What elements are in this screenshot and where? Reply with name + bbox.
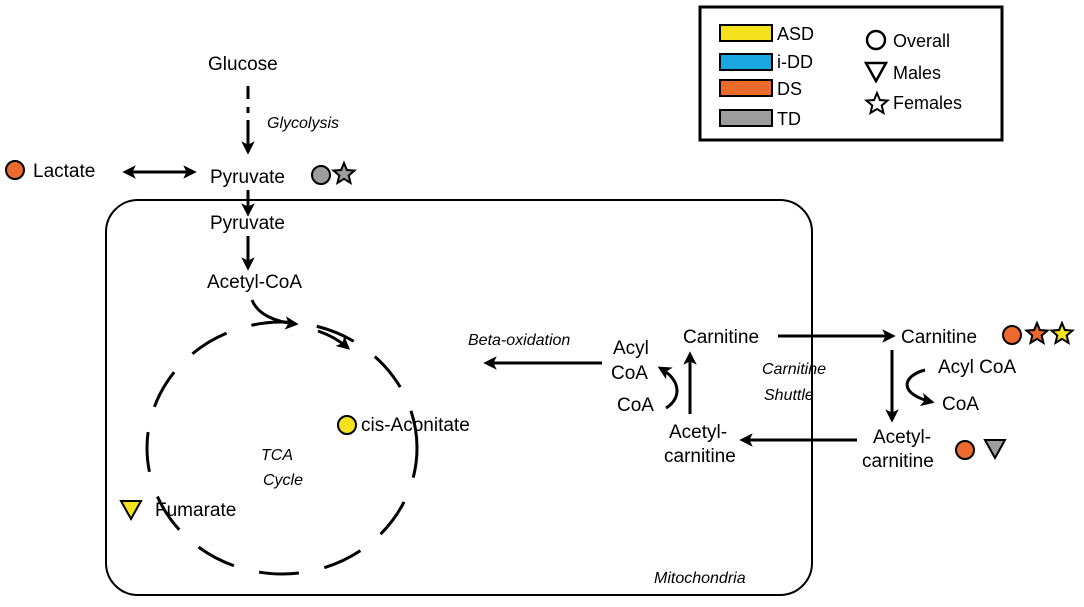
pyruvate-td-star-icon-shape bbox=[330, 160, 358, 186]
lactate-ds-circle-icon bbox=[5, 160, 25, 180]
tca-cycle-ring bbox=[145, 320, 419, 576]
acyl-coa-right-label: Acyl CoA bbox=[938, 357, 1016, 378]
acetylcarnitine-inner-line2: carnitine bbox=[664, 446, 736, 467]
tca-label-line1: TCA bbox=[261, 447, 293, 464]
legend-swatch-asd bbox=[719, 24, 773, 42]
acetyl-coa-label: Acetyl-CoA bbox=[207, 272, 302, 293]
legend-circle-icon bbox=[865, 29, 887, 51]
carnitine-outer-label: Carnitine bbox=[901, 327, 977, 348]
fumarate-label: Fumarate bbox=[155, 500, 236, 521]
legend-label-ds: DS bbox=[777, 79, 802, 99]
carnitine-shuttle-line1: Carnitine bbox=[762, 361, 826, 378]
legend-triangle-icon bbox=[863, 61, 889, 84]
pyruvate-td-circle-icon bbox=[311, 165, 331, 185]
acetylcarnitine-outer-line1: Acetyl- bbox=[873, 427, 931, 448]
pyruvate-mito-label: Pyruvate bbox=[210, 213, 285, 234]
legend-star-icon-shape bbox=[863, 90, 891, 115]
legend-swatch-td bbox=[719, 109, 773, 127]
fumarate-asd-triangle-icon bbox=[119, 500, 143, 522]
acetylcarnitine-outer-line2: carnitine bbox=[862, 451, 934, 472]
coa-right-label: CoA bbox=[942, 394, 979, 415]
carnitine-ds-star-icon bbox=[1023, 320, 1051, 346]
carnitine-inner-label: Carnitine bbox=[683, 327, 759, 348]
legend: ASD i-DD DS TD Overall Males Females bbox=[698, 5, 1004, 142]
acyl-coa-left-line1: Acyl bbox=[613, 338, 649, 359]
acetylcarnitine-inner-line1: Acetyl- bbox=[669, 422, 727, 443]
coa-left-label: CoA bbox=[617, 395, 654, 416]
pyruvate-cytosol-label: Pyruvate bbox=[210, 167, 285, 188]
legend-label-overall: Overall bbox=[893, 31, 950, 51]
acetylcarnitine-td-triangle-icon bbox=[983, 439, 1007, 461]
acylcoa-to-coa-arrow bbox=[905, 368, 935, 407]
cis-aconitate-label: cis-Aconitate bbox=[361, 415, 470, 436]
legend-label-females: Females bbox=[893, 93, 962, 113]
carnitine-shuttle-line2: Shuttle bbox=[764, 387, 814, 404]
carnitine-asd-star-icon-shape bbox=[1048, 320, 1076, 346]
acetylcarnitine-ds-circle-icon bbox=[955, 440, 975, 460]
legend-label-males: Males bbox=[893, 63, 941, 83]
tca-cycle-arrow bbox=[317, 329, 351, 350]
legend-star-icon bbox=[863, 90, 891, 115]
pyruvate-td-star-icon bbox=[330, 160, 358, 186]
legend-label-td: TD bbox=[777, 109, 801, 129]
tca-label-line2: Cycle bbox=[263, 472, 303, 489]
cis-aconitate-asd-circle-icon bbox=[337, 415, 357, 435]
carnitine-ds-circle-icon bbox=[1002, 325, 1022, 345]
glycolysis-label: Glycolysis bbox=[267, 115, 339, 132]
carnitine-asd-star-icon bbox=[1048, 320, 1076, 346]
beta-oxidation-label: Beta-oxidation bbox=[468, 332, 570, 349]
legend-label-asd: ASD bbox=[777, 24, 814, 44]
coa-to-acylcoa-arrow bbox=[657, 366, 679, 410]
legend-label-idd: i-DD bbox=[777, 52, 813, 72]
mitochondria-label: Mitochondria bbox=[654, 570, 746, 587]
legend-frame bbox=[698, 5, 1004, 142]
glucose-label: Glucose bbox=[208, 54, 278, 75]
carnitine-ds-star-icon-shape bbox=[1023, 320, 1051, 346]
legend-swatch-idd bbox=[719, 53, 773, 71]
lactate-label: Lactate bbox=[33, 161, 95, 182]
acyl-coa-left-line2: CoA bbox=[611, 363, 648, 384]
acetylcoa-tca-arrow bbox=[250, 299, 299, 330]
mitochondria-membrane bbox=[105, 199, 813, 596]
legend-swatch-ds bbox=[719, 79, 773, 97]
